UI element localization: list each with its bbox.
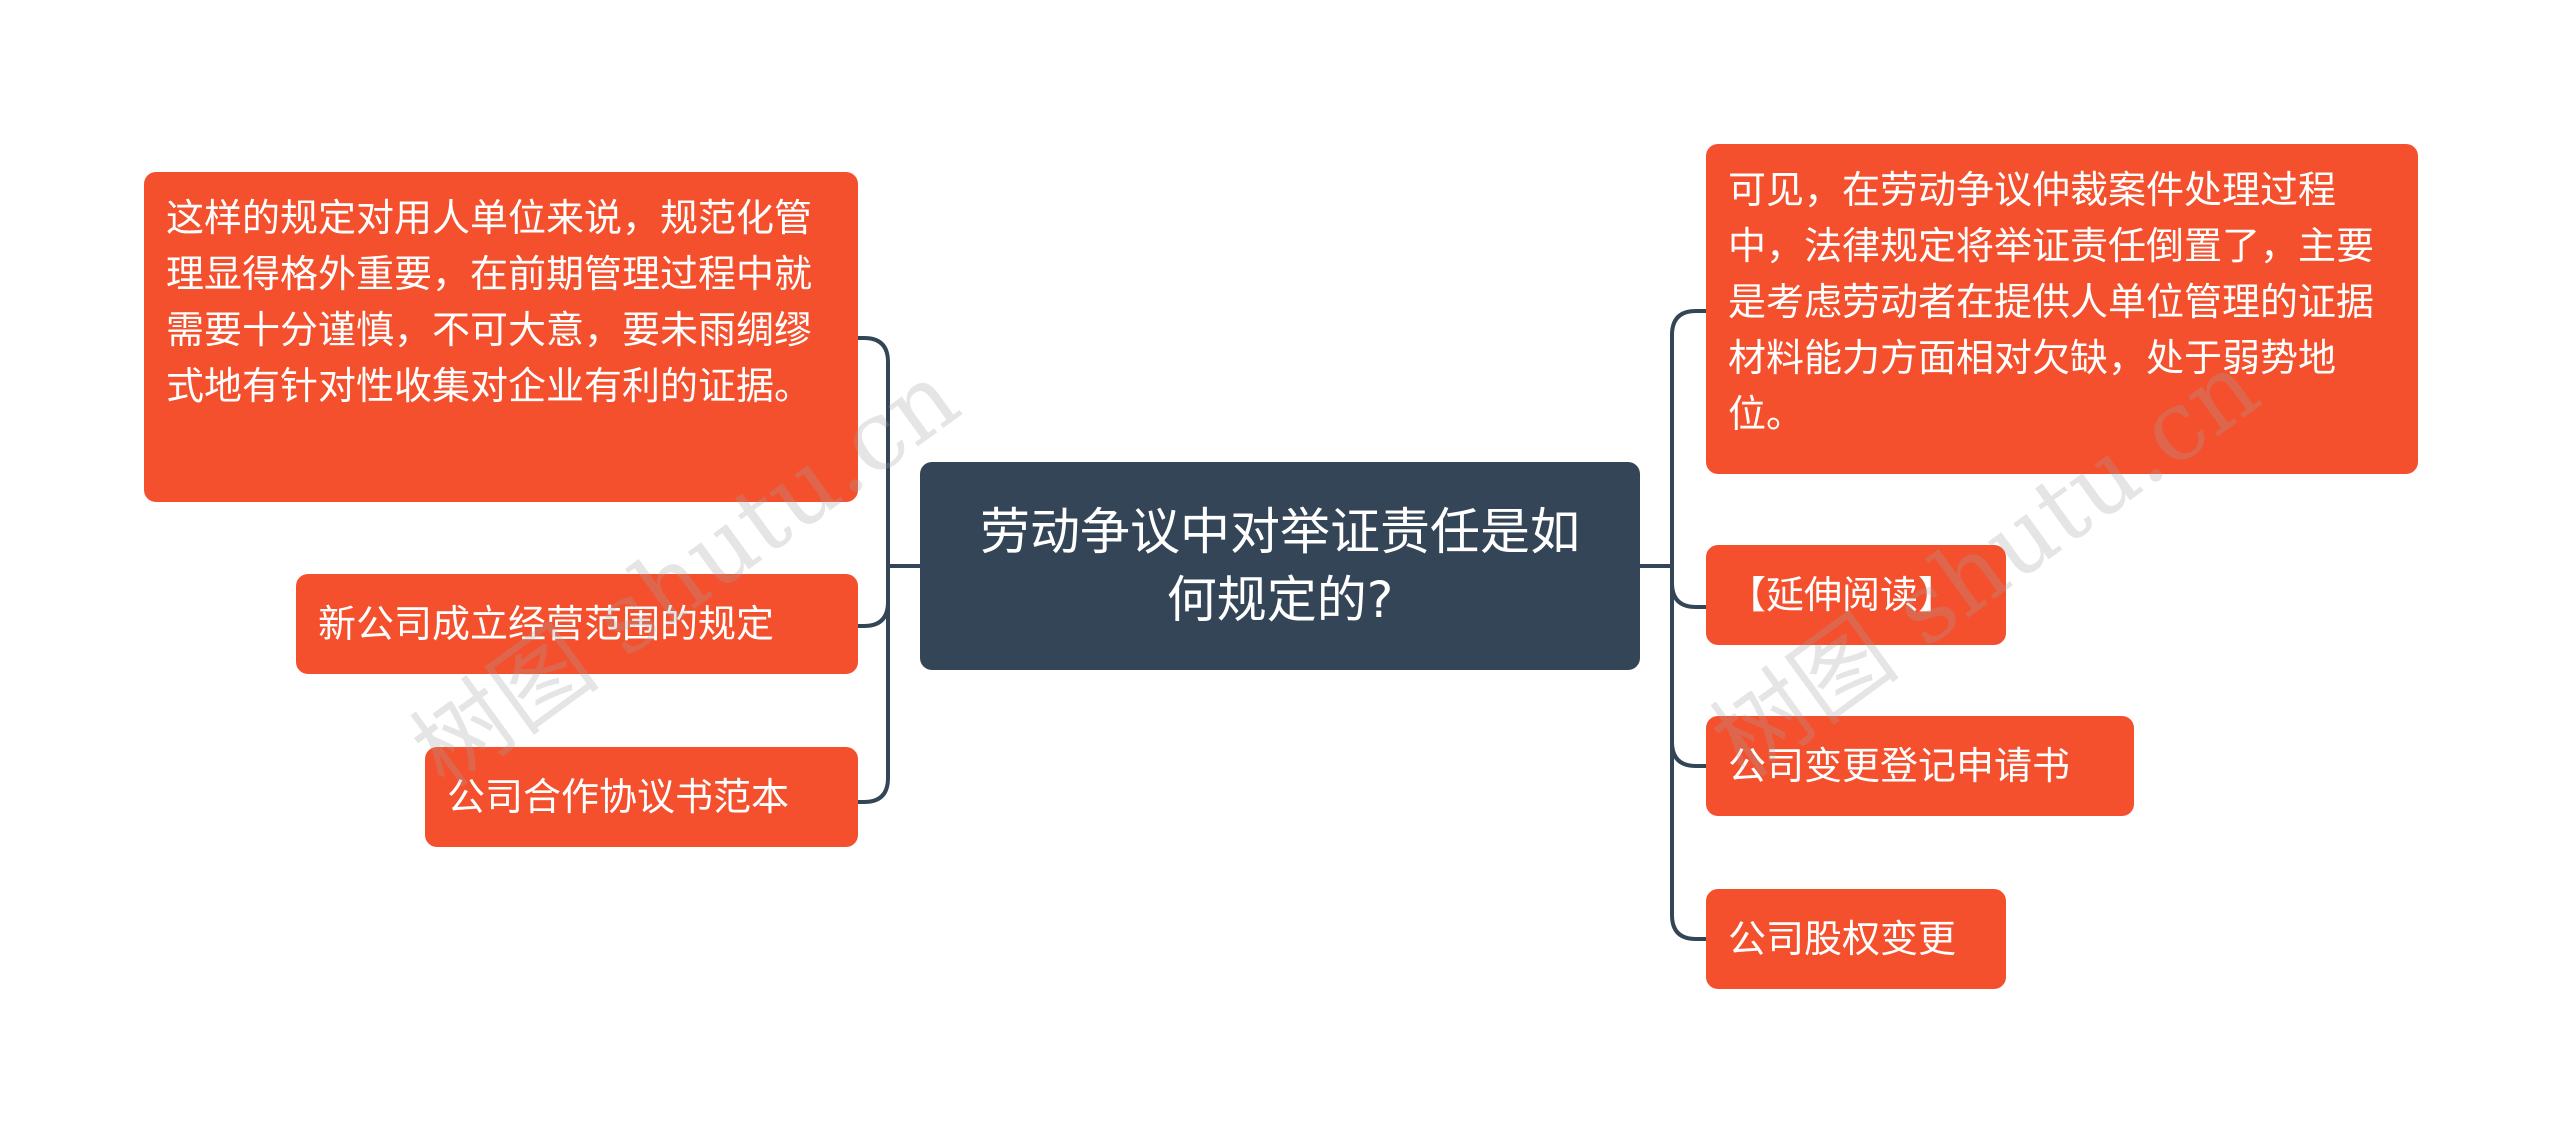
right-topic-2[interactable]: 【延伸阅读】	[1706, 545, 2006, 645]
left-topic-1[interactable]: 这样的规定对用人单位来说，规范化管理显得格外重要，在前期管理过程中就需要十分谨慎…	[144, 172, 858, 502]
right-topic-3-label: 公司变更登记申请书	[1728, 744, 2071, 788]
central-topic-label: 劳动争议中对举证责任是如何规定的?	[980, 503, 1580, 629]
connector-left-trunk	[856, 336, 922, 804]
connector-right-trunk	[1638, 309, 1708, 941]
left-topic-3-label: 公司合作协议书范本	[447, 775, 790, 819]
left-topic-1-label: 这样的规定对用人单位来说，规范化管理显得格外重要，在前期管理过程中就需要十分谨慎…	[166, 196, 813, 408]
right-topic-4[interactable]: 公司股权变更	[1706, 889, 2006, 989]
central-topic[interactable]: 劳动争议中对举证责任是如何规定的?	[920, 462, 1640, 670]
right-topic-3[interactable]: 公司变更登记申请书	[1706, 716, 2134, 816]
right-topic-1-label: 可见，在劳动争议仲裁案件处理过程中，法律规定将举证责任倒置了，主要是考虑劳动者在…	[1728, 168, 2375, 436]
right-topic-4-label: 公司股权变更	[1728, 917, 1957, 961]
left-topic-3[interactable]: 公司合作协议书范本	[425, 747, 858, 847]
left-topic-2-label: 新公司成立经营范围的规定	[318, 602, 775, 646]
left-topic-2[interactable]: 新公司成立经营范围的规定	[296, 574, 858, 674]
right-topic-1[interactable]: 可见，在劳动争议仲裁案件处理过程中，法律规定将举证责任倒置了，主要是考虑劳动者在…	[1706, 144, 2418, 474]
right-topic-2-label: 【延伸阅读】	[1728, 573, 1957, 617]
